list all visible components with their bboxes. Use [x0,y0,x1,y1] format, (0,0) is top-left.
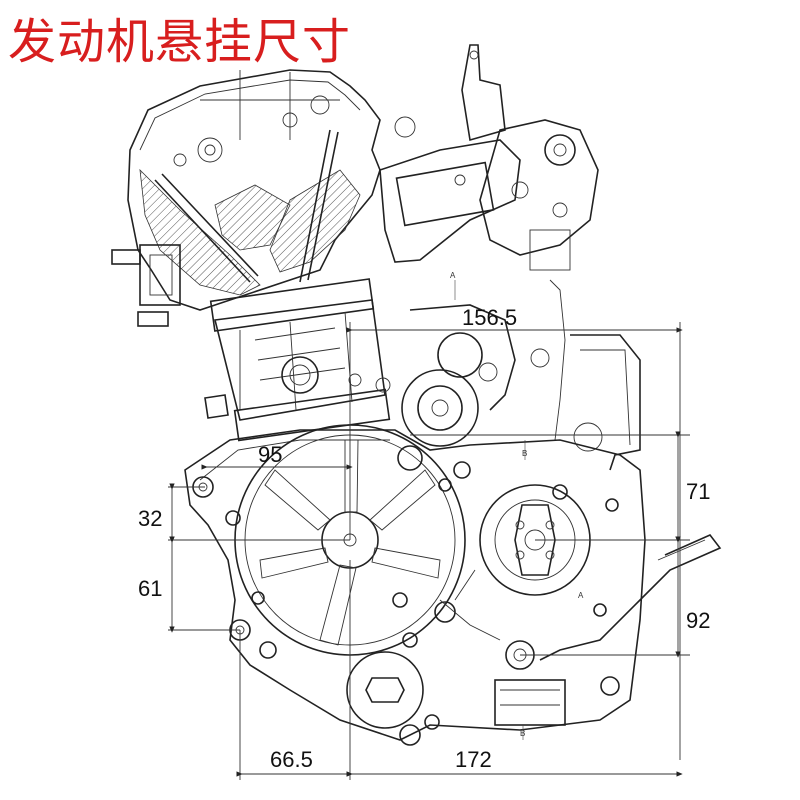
dim-156-5: 156.5 [462,305,517,330]
carburetor [379,44,599,441]
dim-61: 61 [138,576,162,601]
dim-66-5: 66.5 [270,747,313,772]
diagram-title: 发动机悬挂尺寸 [8,14,352,70]
dim-92: 92 [686,608,710,633]
dim-95: 95 [258,442,282,467]
dim-172: 172 [455,747,492,772]
dim-32: 32 [138,506,162,531]
dimension-lines [168,280,690,780]
section-mark-a-top: A [450,271,456,280]
dim-71: 71 [686,479,710,504]
crankcase [184,424,722,746]
cylinder-block [204,278,391,442]
section-mark-b-bottom: B [520,729,525,738]
section-mark-a-bottom: A [578,591,584,600]
section-mark-b-top: B [522,449,527,458]
starter-housing [401,304,641,471]
cylinder-head [111,69,381,327]
